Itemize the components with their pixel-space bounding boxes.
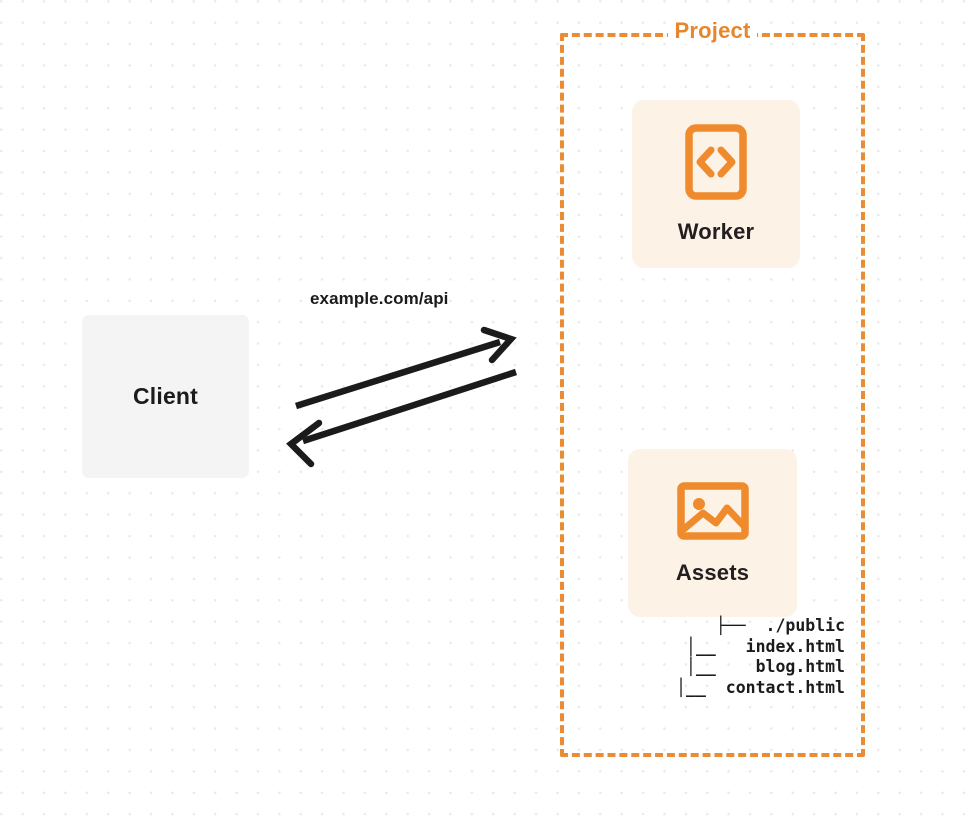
file-tree-line: │__ index.html [686, 636, 845, 656]
file-tree-line: ├── ./public [715, 616, 845, 635]
group-project[interactable]: Project Worker Assets [560, 18, 865, 757]
node-assets-label: Assets [675, 559, 750, 585]
image-icon [676, 481, 749, 546]
code-brackets-icon [685, 123, 747, 205]
edge-request-arrow [295, 326, 517, 410]
node-assets[interactable]: Assets [628, 449, 797, 617]
node-client-label: Client [132, 383, 199, 409]
node-client[interactable]: Client [82, 315, 249, 478]
file-tree-line: │__ contact.html [676, 677, 845, 697]
node-worker-label: Worker [677, 218, 755, 244]
node-worker[interactable]: Worker [632, 100, 800, 268]
file-tree-line: │__ blog.html [686, 657, 845, 676]
edge-label-request: example.com/api [310, 289, 449, 308]
edge-response-arrow [286, 368, 518, 468]
file-tree: ├── ./public │__ index.html │__ blog.htm… [600, 616, 845, 698]
group-project-title: Project [667, 18, 758, 44]
